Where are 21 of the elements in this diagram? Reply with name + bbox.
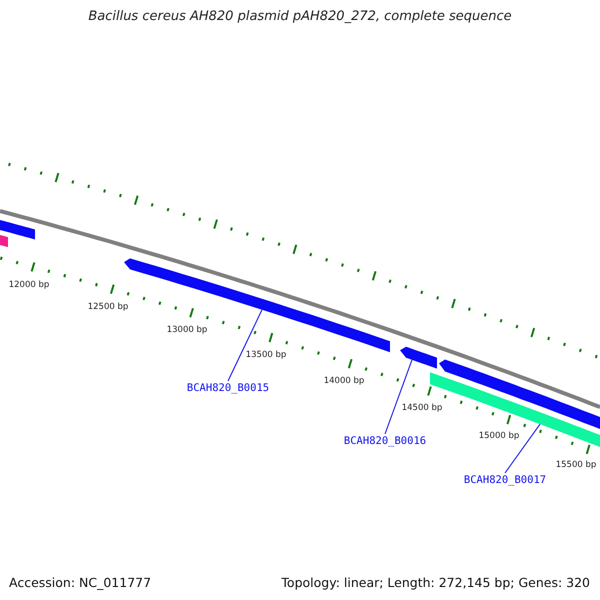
leader-line [384, 359, 412, 434]
position-label: 13000 bp [166, 325, 208, 335]
position-label: 12000 bp [8, 280, 50, 290]
gene-feature [400, 346, 437, 369]
accession-label: Accession: NC_011777 [9, 575, 152, 590]
position-label: 13500 bp [246, 350, 286, 360]
position-label: 14500 bp [402, 403, 442, 413]
gene-label: BCAH820_B0017 [464, 474, 546, 486]
leader-line [228, 309, 262, 382]
position-label: 12500 bp [88, 302, 128, 312]
gene-label: BCAH820_B0016 [344, 435, 426, 447]
position-label: 14000 bp [324, 376, 364, 386]
leader-line [504, 424, 540, 474]
gene-label: BCAH820_B0015 [186, 382, 270, 394]
gene-feature [0, 220, 35, 240]
position-label: 15000 bp [478, 431, 520, 441]
gene-feature [430, 372, 600, 447]
position-label: 15500 bp [556, 460, 596, 470]
sequence-info: Topology: linear; Length: 272,145 bp; Genes: 320 [281, 575, 590, 590]
gene-feature [0, 235, 8, 248]
diagram-title: Bacillus cereus AH820 plasmid pAH820_272, complete sequence [87, 9, 513, 24]
